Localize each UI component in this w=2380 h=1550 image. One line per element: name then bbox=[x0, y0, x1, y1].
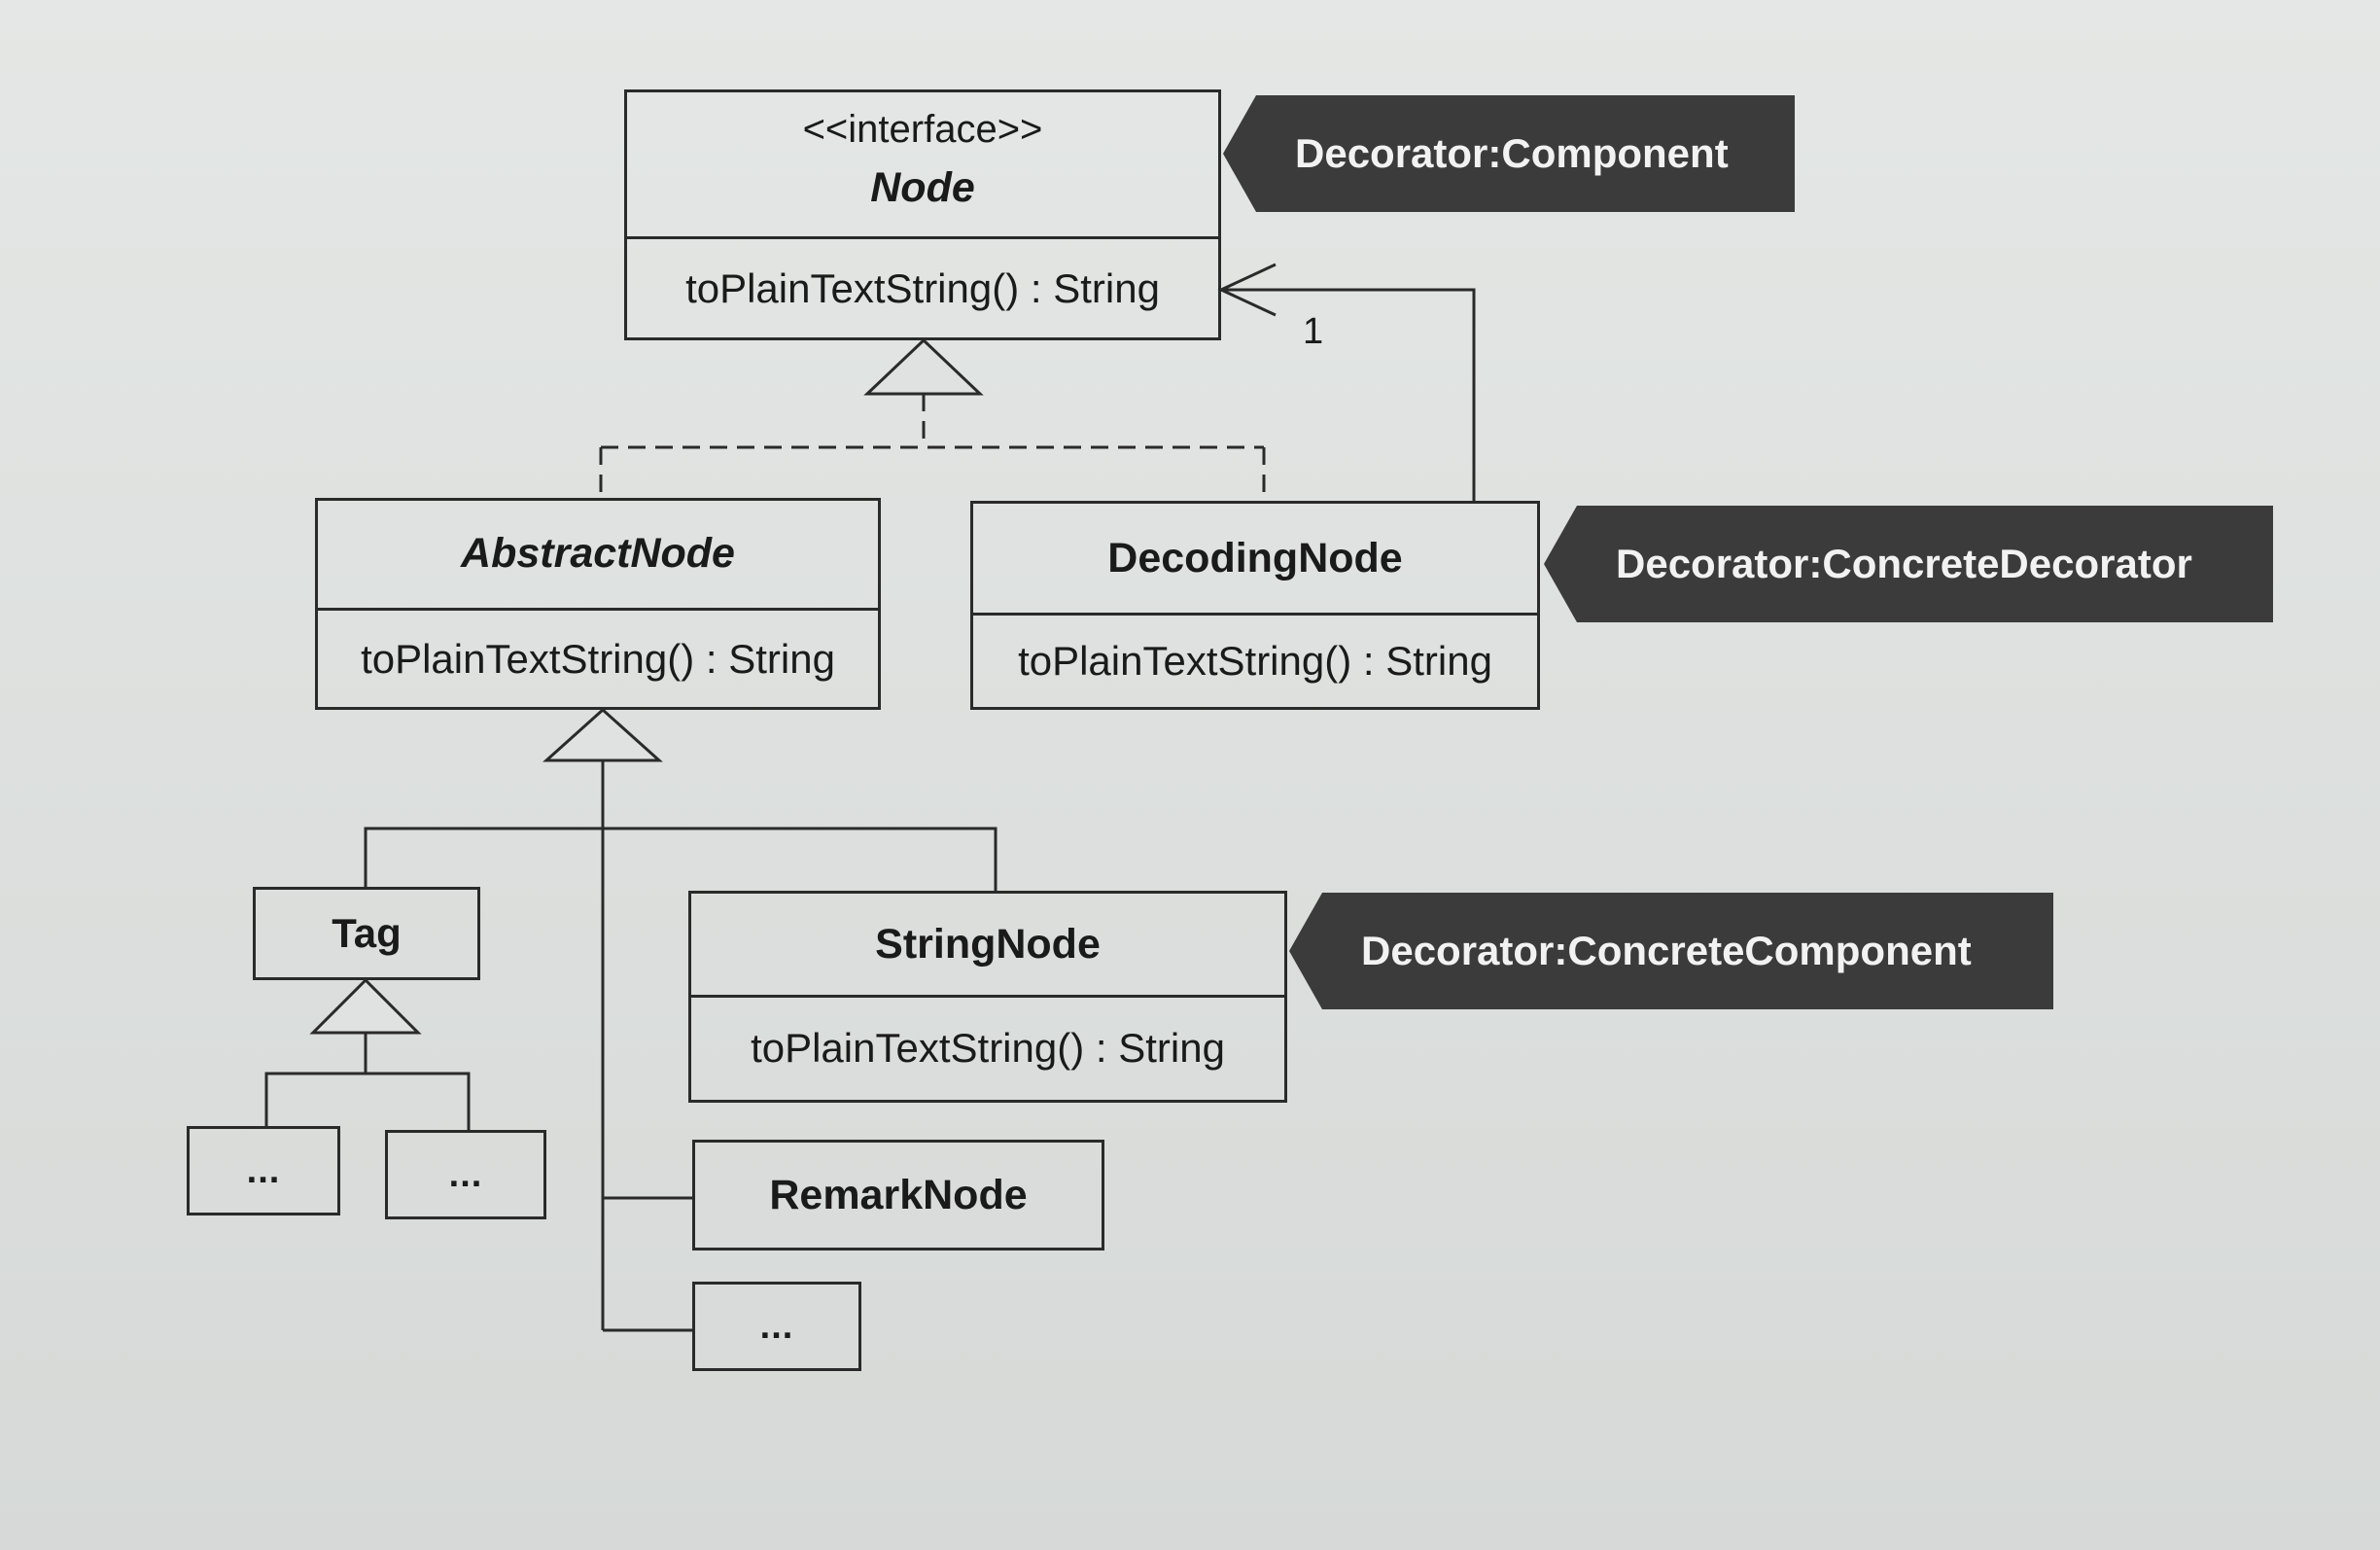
string-node-method: toPlainTextString() : String bbox=[751, 1025, 1225, 1071]
decoding-node-divider bbox=[973, 613, 1537, 616]
generalization-tag-connector bbox=[264, 977, 471, 1130]
node-interface-box: <<interface>> Node toPlainTextString() :… bbox=[624, 89, 1221, 340]
string-node-class-name: StringNode bbox=[875, 920, 1101, 968]
tag-class-name: Tag bbox=[332, 910, 402, 956]
remark-node-class-name: RemarkNode bbox=[769, 1171, 1028, 1218]
decoding-node-class-name: DecodingNode bbox=[1107, 534, 1403, 581]
realization-connector bbox=[599, 337, 1266, 501]
concrete-decorator-role-label: Decorator:ConcreteDecorator bbox=[1544, 506, 2273, 622]
tag-child-name: ... bbox=[246, 1149, 281, 1191]
abstract-node-divider bbox=[318, 608, 878, 611]
other-node-box: ... bbox=[692, 1282, 861, 1371]
decoding-node-box: DecodingNode toPlainTextString() : Strin… bbox=[970, 501, 1540, 710]
tag-child-name: ... bbox=[448, 1153, 483, 1195]
association-multiplicity: 1 bbox=[1303, 311, 1324, 352]
tag-child-box: ... bbox=[385, 1130, 546, 1219]
abstract-node-class-name: AbstractNode bbox=[461, 529, 735, 577]
string-node-box: StringNode toPlainTextString() : String bbox=[688, 891, 1287, 1103]
tag-box: Tag bbox=[253, 887, 480, 980]
abstract-node-box: AbstractNode toPlainTextString() : Strin… bbox=[315, 498, 881, 710]
concrete-component-role-label: Decorator:ConcreteComponent bbox=[1289, 893, 2053, 1009]
other-node-name: ... bbox=[759, 1305, 794, 1347]
node-stereotype: <<interface>> bbox=[802, 107, 1043, 151]
node-class-name: Node bbox=[870, 163, 975, 211]
string-node-divider bbox=[691, 995, 1284, 998]
component-role-label: Decorator:Component bbox=[1223, 95, 1795, 212]
abstract-node-method: toPlainTextString() : String bbox=[361, 635, 835, 682]
decoding-node-method: toPlainTextString() : String bbox=[1018, 638, 1492, 684]
generalization-abstractnode-connector bbox=[364, 707, 998, 1332]
node-divider bbox=[627, 236, 1218, 239]
tag-child-box: ... bbox=[187, 1126, 340, 1215]
remark-node-box: RemarkNode bbox=[692, 1140, 1104, 1251]
association-connector bbox=[1217, 263, 1476, 501]
node-method: toPlainTextString() : String bbox=[685, 264, 1160, 311]
